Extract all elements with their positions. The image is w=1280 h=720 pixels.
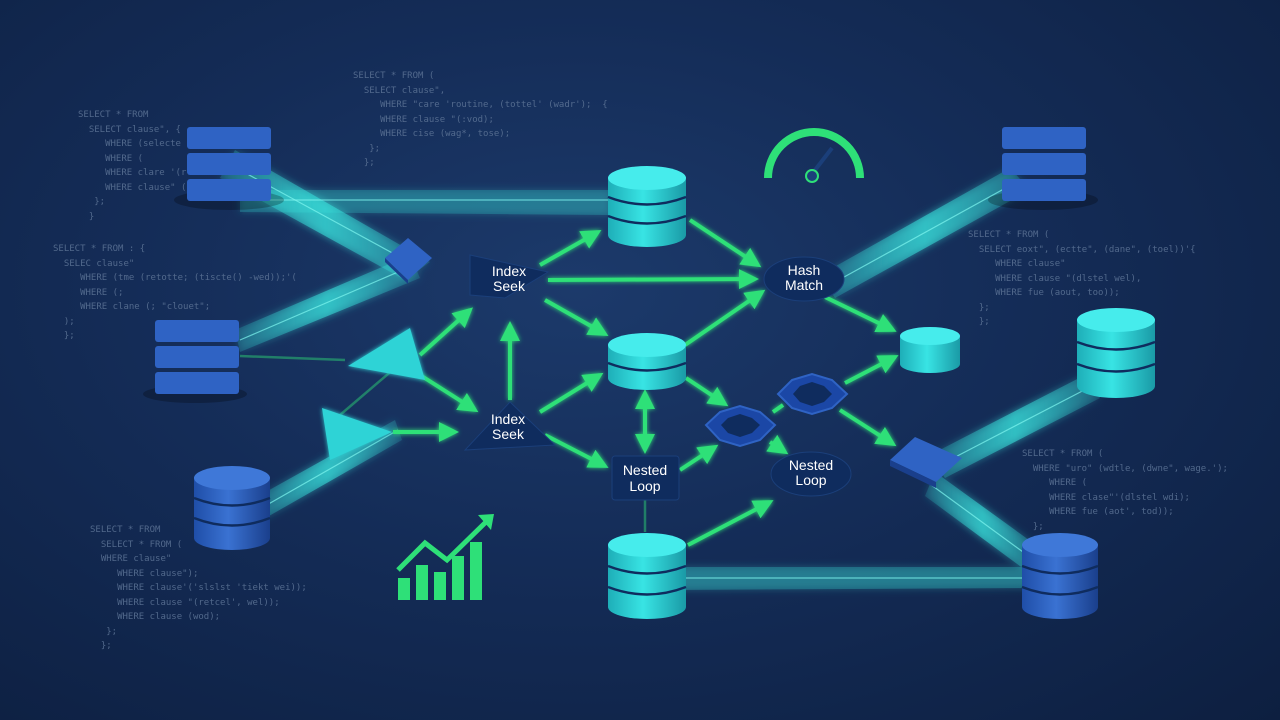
beam	[235, 255, 420, 352]
join-diamond	[890, 437, 962, 488]
code-line: SELECT * FROM (	[353, 71, 435, 81]
nested-loop-label: Nested	[623, 462, 667, 478]
index-seek-label: Seek	[493, 278, 526, 294]
code-line: WHERE clause "(dlstel wel),	[968, 273, 1142, 284]
code-line: SELECT * FROM	[78, 110, 149, 120]
code-line: SELECT eoxt", (ectte", (dane", (toel))'{	[968, 244, 1196, 255]
code-line: WHERE clause");	[90, 568, 199, 579]
code-line: };	[90, 626, 118, 637]
growth-chart-icon	[396, 514, 494, 600]
index-seek-label: Index	[491, 411, 525, 427]
code-line: };	[53, 331, 75, 341]
code-line: };	[968, 302, 990, 313]
code-line: WHERE fue (aot', tod));	[1022, 507, 1174, 517]
database-cylinder	[193, 466, 271, 550]
code-line: WHERE (	[78, 153, 144, 164]
beam	[240, 190, 610, 215]
code-line: SELECT clause",	[353, 85, 446, 96]
index-seek-label: Index	[492, 263, 526, 279]
code-line: SELECT * FROM (	[1022, 449, 1104, 459]
code-line: };	[1022, 521, 1044, 532]
code-line: SELECT * FROM	[90, 525, 161, 535]
database-cylinder	[1076, 308, 1156, 398]
operator-octagon	[776, 372, 849, 416]
sql-code-snippet: SELECT * FROM : { SELEC clause" WHERE (t…	[53, 242, 297, 344]
code-line: WHERE "care 'routine, (tottel' (wadr'); …	[353, 100, 608, 110]
code-line: };	[78, 197, 106, 207]
database-cylinder	[607, 333, 687, 390]
code-line: );	[53, 316, 75, 327]
code-line: WHERE clause "(:vod);	[353, 114, 494, 125]
nested-loop-node: Nested Loop	[611, 455, 680, 501]
table-stack-mid-left	[143, 320, 247, 403]
code-line: WHERE clause"	[90, 554, 172, 564]
index-seek-node: Index Seek	[469, 254, 550, 299]
code-line: SELECT * FROM (	[968, 230, 1050, 240]
nested-loop-label: Loop	[795, 472, 826, 488]
code-line: WHERE (selecte	[78, 139, 181, 149]
code-line: };	[353, 158, 375, 168]
code-line: WHERE (;	[53, 287, 124, 298]
code-line: WHERE (tme (retotte; (tiscte() -wed));'(	[53, 273, 297, 283]
code-line: WHERE clare '(r	[78, 168, 187, 178]
code-line: };	[353, 143, 381, 154]
code-line: WHERE clause'('slslst 'tiekt wei));	[90, 583, 307, 593]
code-line: WHERE clause"	[968, 259, 1066, 269]
table-stack-top-right	[988, 127, 1098, 210]
code-line: WHERE cise (wag*, tose);	[353, 129, 511, 139]
code-line: SELECT * FROM : {	[53, 244, 146, 254]
table-stack-top-left	[174, 127, 284, 210]
join-diamond	[385, 238, 432, 284]
nested-loop-label: Nested	[789, 457, 833, 473]
hash-match-node: Hash Match	[763, 256, 845, 302]
code-line: WHERE clane (; "clouet";	[53, 302, 211, 312]
sql-code-snippet: SELECT * FROM ( SELECT eoxt", (ectte", (…	[968, 228, 1196, 330]
code-line: }	[78, 211, 95, 222]
database-cylinder	[607, 166, 687, 247]
database-cylinder	[1021, 533, 1099, 619]
code-line: WHERE clause" (	[78, 182, 187, 193]
code-line: SELEC clause"	[53, 258, 135, 269]
scan-triangle	[322, 328, 425, 460]
sql-code-snippet: SELECT * FROM SELECT clause", { WHERE (s…	[78, 108, 186, 224]
code-line: };	[968, 317, 990, 327]
beam	[220, 150, 430, 280]
sql-code-snippet: SELECT * FROM ( WHERE "uro" (wdtle, (dwn…	[1022, 447, 1228, 549]
code-line: WHERE clase"'(dlstel wdi);	[1022, 492, 1190, 503]
database-cylinder	[607, 533, 687, 619]
hash-match-label: Hash	[788, 262, 821, 278]
index-seek-label: Seek	[492, 426, 525, 442]
sql-code-snippet: SELECT * FROM SELECT * FROM ( WHERE clau…	[90, 523, 307, 654]
hash-match-label: Match	[785, 277, 823, 293]
code-line: WHERE clause (wod);	[90, 612, 221, 622]
database-cylinder	[900, 327, 960, 373]
code-line: WHERE clause "(retcel', wel));	[90, 597, 280, 608]
code-line: };	[90, 641, 112, 651]
operator-octagon	[704, 404, 777, 448]
sql-code-snippet: SELECT * FROM ( SELECT clause", WHERE "c…	[353, 69, 608, 171]
code-line: SELECT * FROM (	[90, 539, 183, 550]
index-seek-node: Index Seek	[463, 401, 557, 451]
code-line: WHERE fue (aout, too));	[968, 288, 1120, 298]
gauge-icon	[764, 128, 864, 183]
code-line: SELECT clause", {	[78, 124, 181, 135]
connectors	[239, 354, 647, 532]
beam-lines	[239, 169, 1093, 579]
code-line: WHERE "uro" (wdtle, (dwne", wage.');	[1022, 463, 1228, 474]
nested-loop-node: Nested Loop	[770, 451, 852, 497]
code-line: WHERE (	[1022, 478, 1088, 488]
flow-arrows	[393, 218, 899, 547]
nested-loop-label: Loop	[629, 478, 660, 494]
